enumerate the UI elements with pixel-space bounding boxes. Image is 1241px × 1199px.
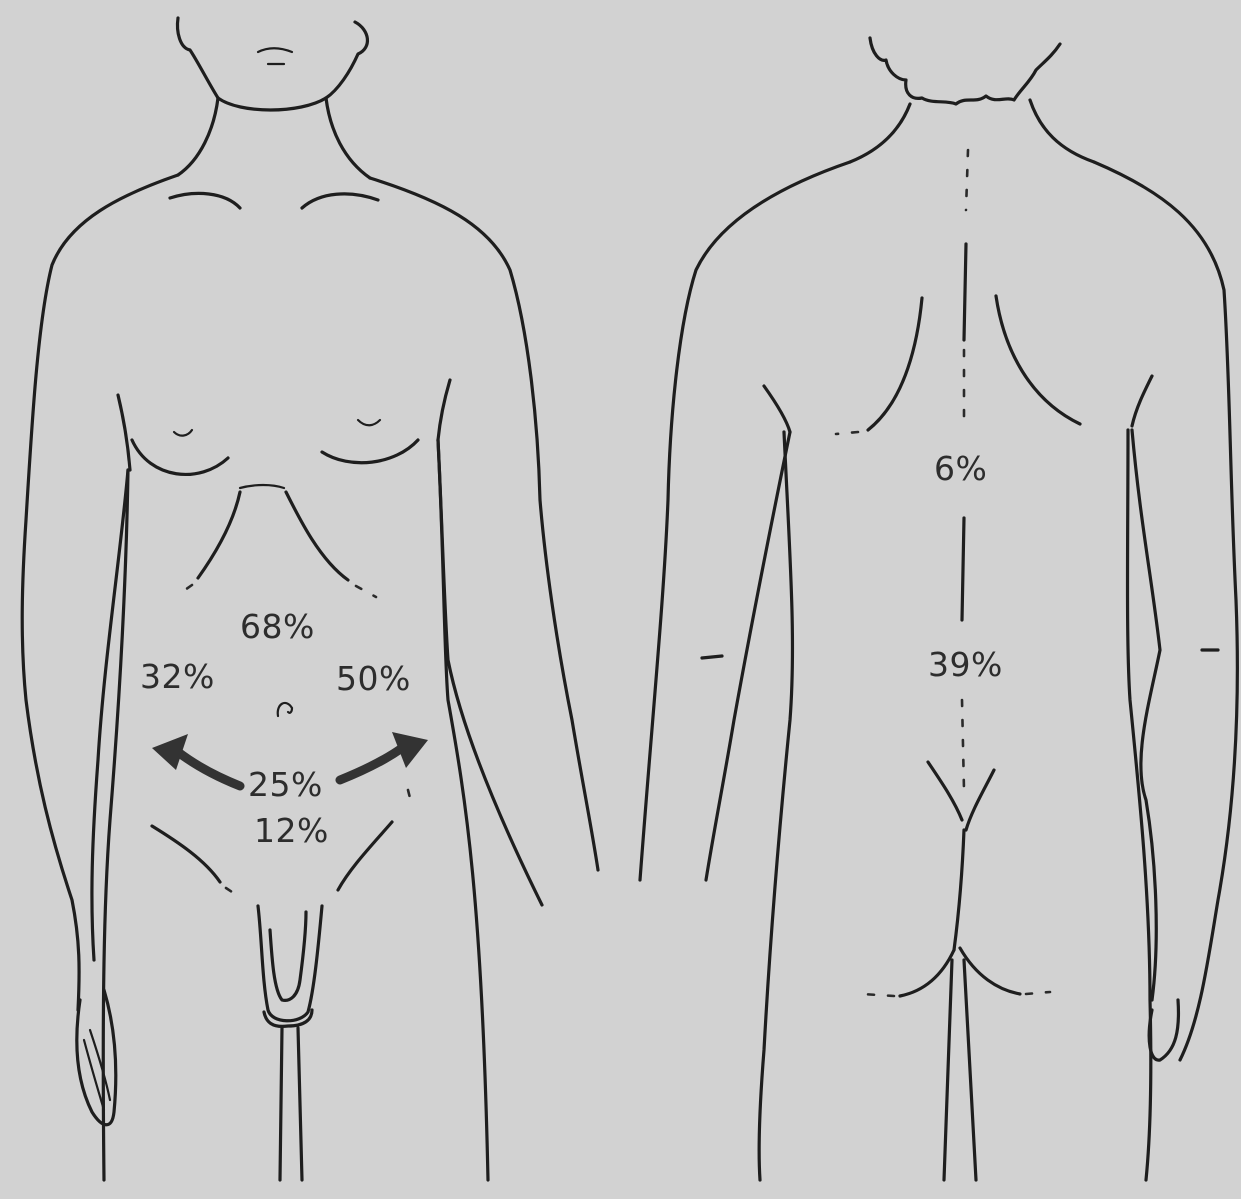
back-right-lumbar (966, 770, 994, 830)
back-left-gluteal-fold (862, 994, 894, 996)
back-right-inner-arm (1132, 430, 1160, 1000)
front-left-inner-arm (92, 470, 128, 960)
back-right-buttock (960, 948, 1020, 994)
front-right-arrow-shaft (340, 748, 402, 780)
back-upper-label: 6% (934, 449, 987, 488)
front-left-fingers (84, 1030, 110, 1110)
front-right-clavicle (302, 194, 378, 208)
front-figure: 68% 32% 50% 25% 12% (22, 18, 598, 1180)
front-right-armpit (438, 380, 450, 440)
front-left-pec (132, 440, 228, 474)
back-neck-right (1030, 100, 1094, 162)
front-inner-thigh-right (298, 1028, 302, 1180)
front-right-ribs (286, 492, 348, 580)
back-right-shoulder-arm (1094, 162, 1237, 1060)
back-inner-thigh-right (964, 960, 976, 1180)
front-neck-right (326, 98, 370, 178)
front-left-hand (77, 990, 116, 1125)
back-spine-bottom (962, 700, 964, 790)
front-left-clavicle (170, 193, 240, 208)
back-spine-lower (962, 518, 964, 620)
back-right-armpit (1132, 376, 1152, 426)
front-genitals (258, 906, 322, 1021)
front-face-right-outline (326, 22, 367, 98)
front-left-armpit (118, 395, 130, 470)
back-left-lumbar (928, 762, 962, 820)
front-genitals-inner (270, 912, 306, 1000)
front-left-arrow-shaft (178, 752, 240, 786)
front-lower-center-label: 25% (248, 765, 323, 804)
back-left-scapula (868, 298, 922, 430)
back-hair (870, 38, 1060, 104)
front-right-rib-end (356, 586, 376, 597)
back-left-buttock (900, 950, 954, 996)
back-lower-label: 39% (928, 645, 1003, 684)
front-left-flank-label: 50% (336, 659, 411, 698)
front-right-flank-label: 32% (140, 657, 215, 696)
front-right-pec (322, 440, 418, 463)
front-right-inner-arm (438, 440, 542, 905)
back-right-gluteal-fold (1026, 992, 1050, 994)
front-chin (218, 98, 326, 110)
front-left-pelvis (152, 826, 220, 882)
front-upper-center-label: 68% (240, 607, 315, 646)
back-inner-thigh-left (944, 960, 952, 1180)
front-right-pelvis-mark (408, 790, 412, 806)
back-right-scapula (996, 296, 1080, 424)
front-face-left-outline (178, 18, 219, 98)
back-buttock-cleft (954, 830, 964, 950)
back-right-hand (1149, 1000, 1178, 1060)
back-left-scapula-end (836, 432, 858, 434)
front-scrotum (264, 1010, 312, 1026)
back-left-elbow-mark (702, 656, 722, 658)
front-lowest-label: 12% (254, 811, 329, 850)
back-left-shoulder-arm (640, 162, 850, 880)
front-left-nipple (174, 430, 192, 436)
front-inner-thigh-left (280, 1028, 282, 1180)
front-navel (278, 703, 292, 716)
back-spine-top (966, 150, 968, 210)
front-right-nipple (358, 420, 380, 425)
back-neck-left (850, 104, 910, 162)
front-left-ribs (198, 492, 240, 578)
front-mouth (258, 48, 292, 52)
front-right-torso-side (438, 440, 488, 1180)
front-left-pelvis-end (226, 888, 238, 896)
front-right-pelvis (338, 822, 392, 890)
back-spine-upper (964, 244, 966, 340)
back-figure: 6% 39% (640, 38, 1237, 1180)
front-sternum-top (240, 485, 284, 488)
back-left-armpit (764, 386, 790, 432)
front-left-rib-end (178, 585, 192, 595)
front-left-shoulder-arm (22, 175, 178, 1010)
front-right-shoulder-arm (370, 178, 598, 870)
front-neck-left (178, 98, 218, 175)
back-left-torso-side (759, 432, 792, 1180)
